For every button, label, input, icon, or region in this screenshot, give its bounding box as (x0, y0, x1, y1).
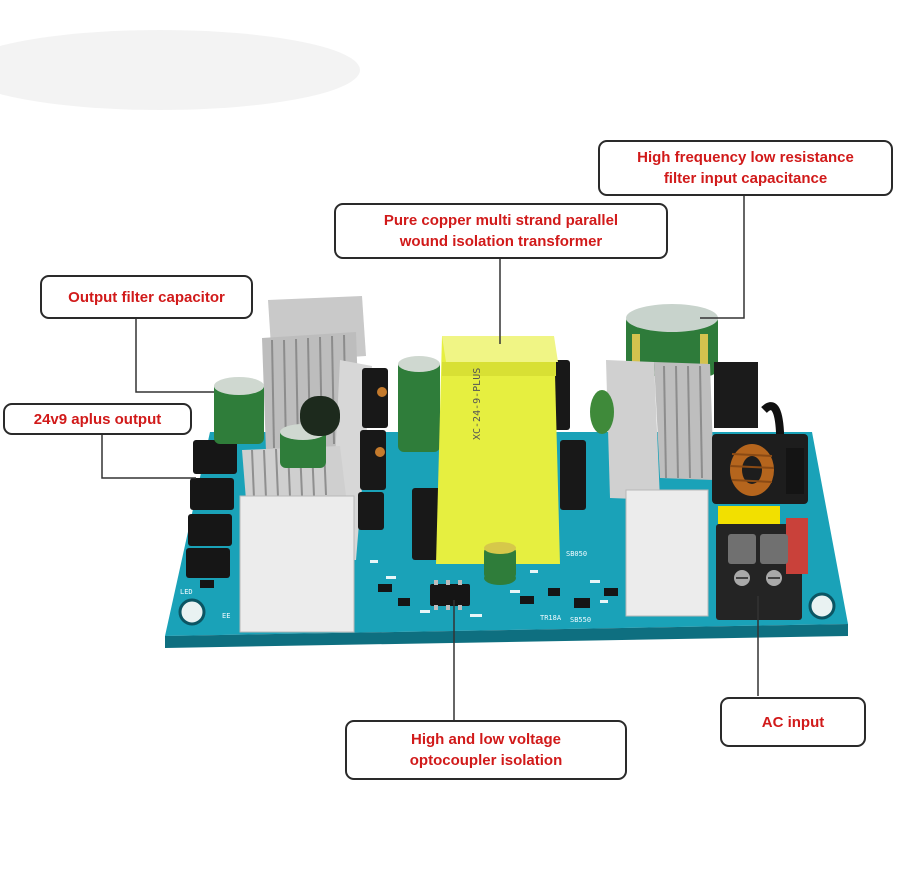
left-transistors (358, 368, 388, 530)
leader-output (101, 434, 196, 479)
leader-input-capacitance (700, 196, 745, 319)
silk-q1: SB050 (566, 550, 587, 558)
silk-misc: TR18A (540, 614, 562, 622)
output-terminal-block (186, 440, 237, 578)
callout-optocoupler-line2: optocoupler isolation (409, 752, 563, 769)
ac-input-terminal (716, 506, 808, 620)
isolation-transformer: XC-24-9-PLUS (436, 336, 560, 585)
transformer-marking: XC-24-9-PLUS (472, 368, 483, 440)
callout-output-text: 24v9 aplus output (33, 410, 162, 428)
callout-output-filter: Output filter capacitor (40, 275, 253, 319)
background-haze (0, 30, 360, 110)
callout-output-filter-text: Output filter capacitor (68, 288, 225, 306)
silk-ee: EE (222, 612, 230, 620)
callout-ac-input: AC input (720, 697, 866, 747)
callout-input-capacitance: High frequency low resistance filter inp… (598, 140, 893, 196)
right-heatsink (590, 360, 714, 617)
smd-parts (200, 580, 618, 608)
input-filter-capacitor (626, 304, 718, 376)
callout-transformer-line2: wound isolation transformer (399, 233, 603, 250)
input-common-mode-choke (712, 362, 808, 504)
output-filter-capacitors (214, 356, 440, 468)
silkscreen-labels: SB050 SB550 TR18A LED EE (180, 550, 591, 624)
optocoupler (430, 580, 470, 610)
callout-output: 24v9 aplus output (3, 403, 192, 435)
callout-transformer-line1: Pure copper multi strand parallel (383, 212, 619, 229)
leader-output-filter (135, 318, 214, 393)
callout-input-capacitance-line1: High frequency low resistance (637, 149, 854, 166)
callout-input-capacitance-line2: filter input capacitance (663, 170, 828, 187)
callout-optocoupler: High and low voltage optocoupler isolati… (345, 720, 627, 780)
leader-lines (101, 196, 759, 720)
callout-optocoupler-line1: High and low voltage (410, 731, 561, 748)
silk-q2: SB550 (570, 616, 591, 624)
callout-transformer: Pure copper multi strand parallel wound … (334, 203, 668, 259)
callout-ac-input-text: AC input (761, 713, 825, 731)
silk-led: LED (180, 588, 193, 596)
